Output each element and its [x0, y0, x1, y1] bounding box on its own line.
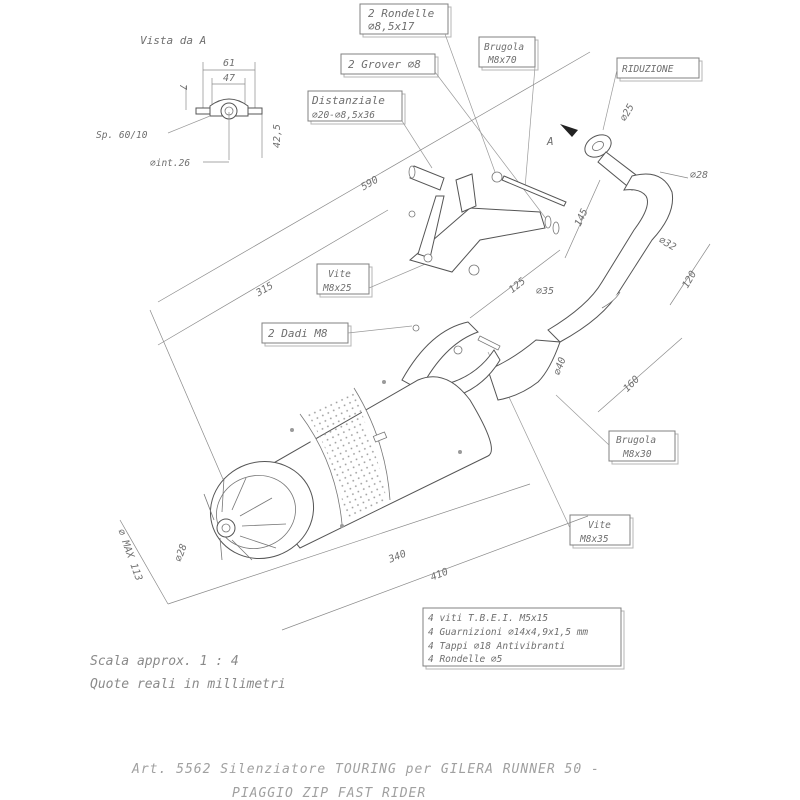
header-pipe	[547, 173, 674, 343]
dim-590: 590	[359, 175, 380, 194]
dim-125: 125	[507, 276, 528, 296]
svg-text:2 Grover ⌀8: 2 Grover ⌀8	[348, 58, 421, 71]
svg-text:Vite: Vite	[588, 520, 611, 531]
callout-vite-m8x35: Vite M8x35	[487, 351, 634, 549]
callout-vite-m8x25: Vite M8x25	[316, 261, 431, 298]
bolt-m8x70	[501, 175, 567, 207]
svg-text:M8x25: M8x25	[322, 283, 352, 294]
svg-text:⌀20-⌀8,5x36: ⌀20-⌀8,5x36	[312, 110, 375, 121]
flange-view-title: Vista da A	[140, 34, 206, 47]
dim-47: 47	[223, 73, 235, 84]
svg-text:M8x70: M8x70	[487, 55, 517, 66]
callout-rondelle: 2 Rondelle ⌀8,5x17	[359, 3, 496, 173]
svg-text:M8x35: M8x35	[579, 534, 609, 545]
dim-phi35: ⌀35	[536, 286, 554, 297]
dim-410: 410	[429, 567, 450, 584]
kit-item: 4 Guarnizioni ⌀14x4,9x1,5 mm	[428, 627, 588, 638]
silencer-clamp	[401, 321, 479, 391]
callout-brugola-m8x70: Brugola M8x70	[478, 36, 539, 189]
svg-text:Vite: Vite	[328, 269, 351, 280]
svg-text:Brugola: Brugola	[616, 435, 656, 446]
kit-item: 4 Tappi ⌀18 Antivibranti	[428, 641, 565, 652]
dim-phi25: ⌀25	[618, 102, 637, 123]
article-title-line1: Art. 5562 Silenziatore TOURING per GILER…	[131, 762, 600, 777]
svg-text:2 Rondelle: 2 Rondelle	[368, 7, 435, 20]
scale-note: Scala approx. 1 : 4	[90, 654, 239, 669]
view-arrow-label: A	[546, 135, 554, 148]
kit-contents-box: 4 viti T.B.E.I. M5x15 4 Guarnizioni ⌀14x…	[422, 607, 625, 670]
silencer	[203, 376, 492, 561]
callout-riduzione: RIDUZIONE	[602, 57, 703, 131]
callout-brugola-m8x30: Brugola M8x30	[555, 394, 679, 465]
kit-item: 4 Rondelle ⌀5	[428, 654, 503, 665]
svg-text:RIDUZIONE: RIDUZIONE	[622, 64, 674, 75]
svg-text:2 Dadi M8: 2 Dadi M8	[268, 327, 328, 340]
flange-inner-diameter: ⌀int.26	[150, 158, 190, 169]
article-title-line2: PIAGGIO ZIP FAST RIDER	[232, 786, 426, 800]
dim-7: 7	[177, 84, 188, 90]
dim-160: 160	[622, 374, 643, 395]
dim-phi28: ⌀28	[690, 170, 708, 181]
units-note: Quote reali in millimetri	[90, 677, 286, 692]
dim-340: 340	[386, 549, 408, 566]
callout-dadi: 2 Dadi M8	[261, 322, 413, 347]
dim-phi28-outlet: ⌀28	[173, 543, 190, 564]
kit-item: 4 viti T.B.E.I. M5x15	[428, 613, 548, 624]
svg-text:Distanziale: Distanziale	[311, 94, 385, 107]
dim-phi32: ⌀32	[657, 235, 678, 254]
flange-thickness: Sp. 60/10	[96, 130, 148, 141]
dim-61: 61	[223, 58, 235, 69]
dim-phi40: ⌀40	[552, 356, 569, 377]
dim-145: 145	[573, 207, 591, 228]
callout-distanziale: Distanziale ⌀20-⌀8,5x36	[307, 90, 433, 169]
dim-42-5: 42,5	[272, 124, 283, 148]
flange-view: Vista da A 61 47 7 42,5 Sp. 60/10 ⌀int.2…	[96, 34, 283, 169]
callout-grover: 2 Grover ⌀8	[340, 53, 548, 221]
exhaust-assembly	[203, 134, 674, 561]
svg-text:M8x30: M8x30	[622, 449, 652, 460]
dim-315: 315	[253, 281, 275, 300]
svg-text:⌀8,5x17: ⌀8,5x17	[368, 20, 415, 33]
svg-text:Brugola: Brugola	[484, 42, 524, 53]
expansion-cone	[487, 339, 561, 401]
dim-120: 120	[681, 269, 700, 290]
